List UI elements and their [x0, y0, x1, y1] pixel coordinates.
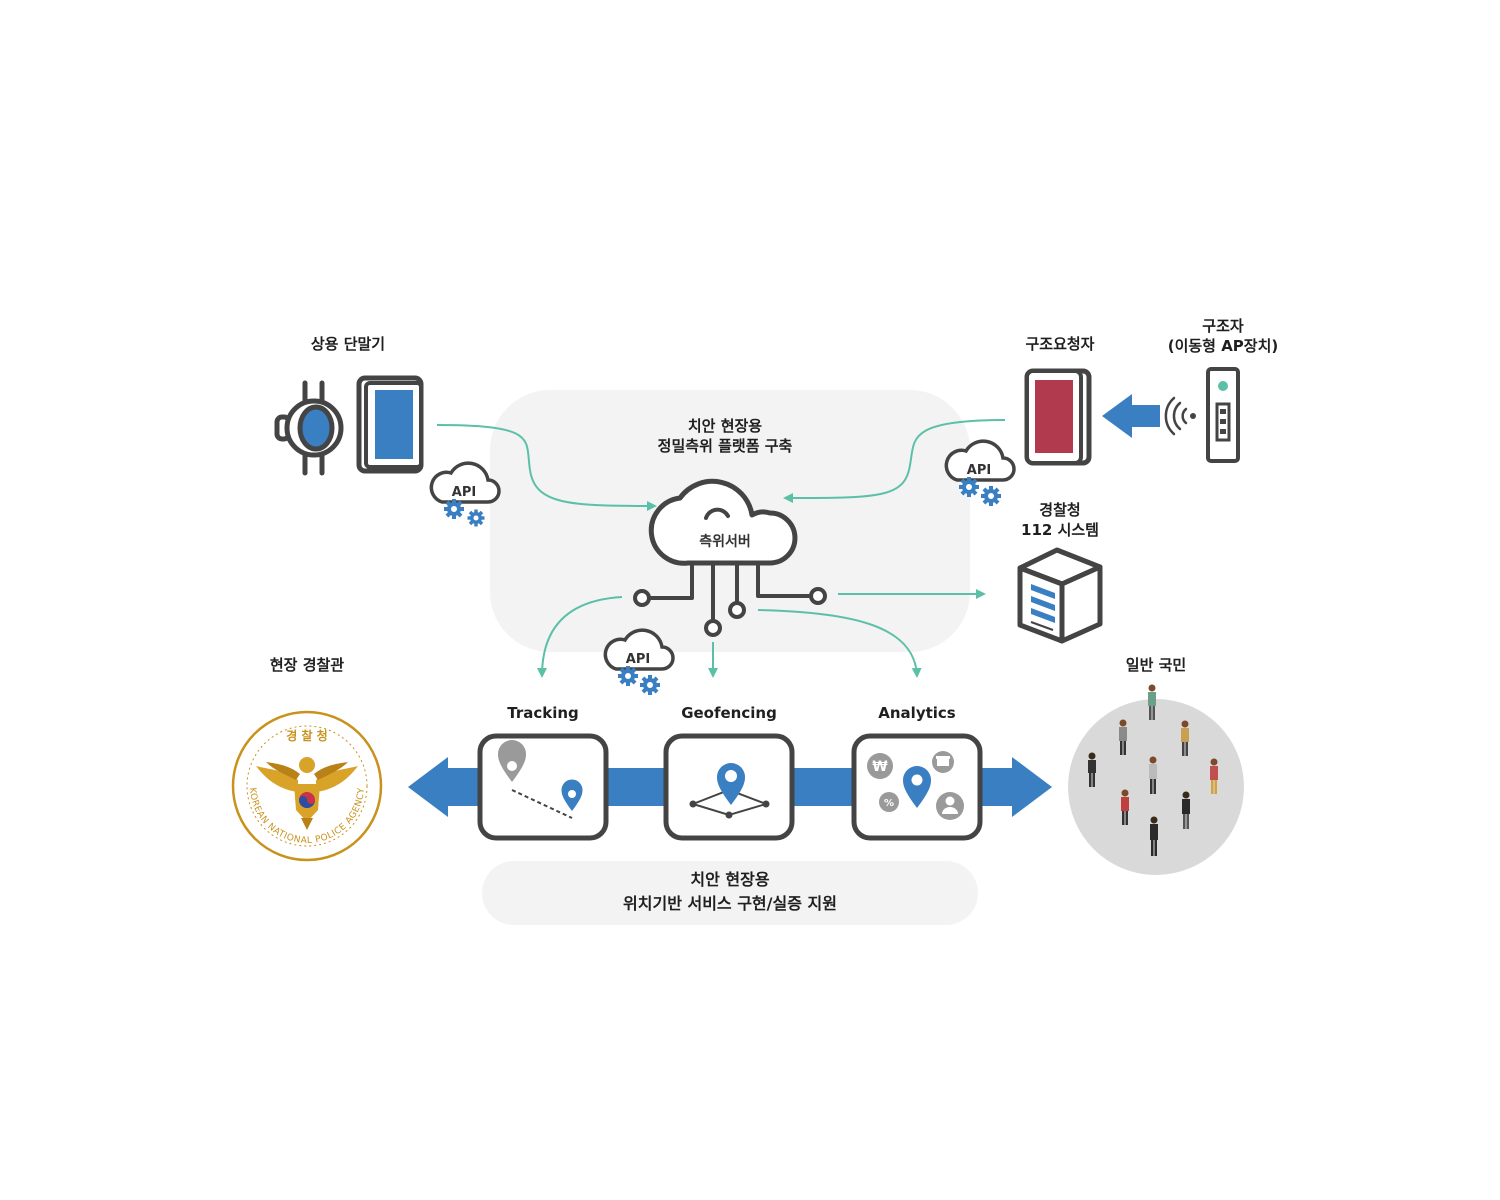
mobile-ap-device-icon [1206, 367, 1240, 463]
percent-icon [879, 792, 899, 812]
field-officer-label: 현장 경찰관 [269, 656, 345, 674]
tracking-box [477, 733, 609, 841]
rescuer-label: 구조자 (이동형 AP장치) [1167, 317, 1279, 355]
api-label-left: API [452, 485, 476, 500]
smartwatch-icon [274, 380, 344, 476]
police-112-label: 경찰청 112 시스템 [1021, 501, 1099, 539]
rescue-requester-label: 구조요청자 [1025, 335, 1095, 353]
positioning-server-cloud-icon [633, 478, 827, 637]
wireless-signal-icon [1164, 396, 1196, 436]
police-emblem-icon [231, 710, 383, 862]
api-badge-right [944, 439, 1016, 506]
analytics-box: ₩ % [851, 733, 983, 841]
support-label: 치안 현장용 위치기반 서비스 구현/실증 지원 [623, 870, 837, 913]
crowd-icon [1068, 684, 1244, 875]
api-badge-left [429, 461, 501, 527]
platform-label: 치안 현장용 정밀측위 플랫폼 구축 [657, 417, 793, 455]
api-label-bottom: API [626, 652, 650, 667]
rescue-phone-icon [1024, 368, 1092, 466]
support-panel [482, 861, 978, 925]
api-label-right: API [967, 463, 991, 478]
won-icon [867, 753, 893, 779]
emblem-top-text: 경 찰 청 [286, 728, 327, 743]
commercial-devices-label: 상용 단말기 [310, 335, 386, 353]
service-label-tracking: Tracking [507, 704, 579, 722]
service-label-analytics: Analytics [878, 704, 956, 722]
connector-lines [436, 419, 1006, 678]
service-label-geofencing: Geofencing [681, 704, 777, 722]
general-public-label: 일반 국민 [1125, 656, 1187, 674]
server-icon [1017, 547, 1103, 644]
svg-text:%: % [884, 798, 894, 809]
user-icon [936, 792, 964, 820]
api-badge-bottom [603, 628, 675, 695]
geofencing-box [663, 733, 795, 841]
svg-text:₩: ₩ [872, 759, 888, 775]
tablet-icon [356, 375, 424, 474]
signal-arrow-icon [1102, 394, 1160, 438]
positioning-server-label: 측위서버 [699, 533, 751, 550]
